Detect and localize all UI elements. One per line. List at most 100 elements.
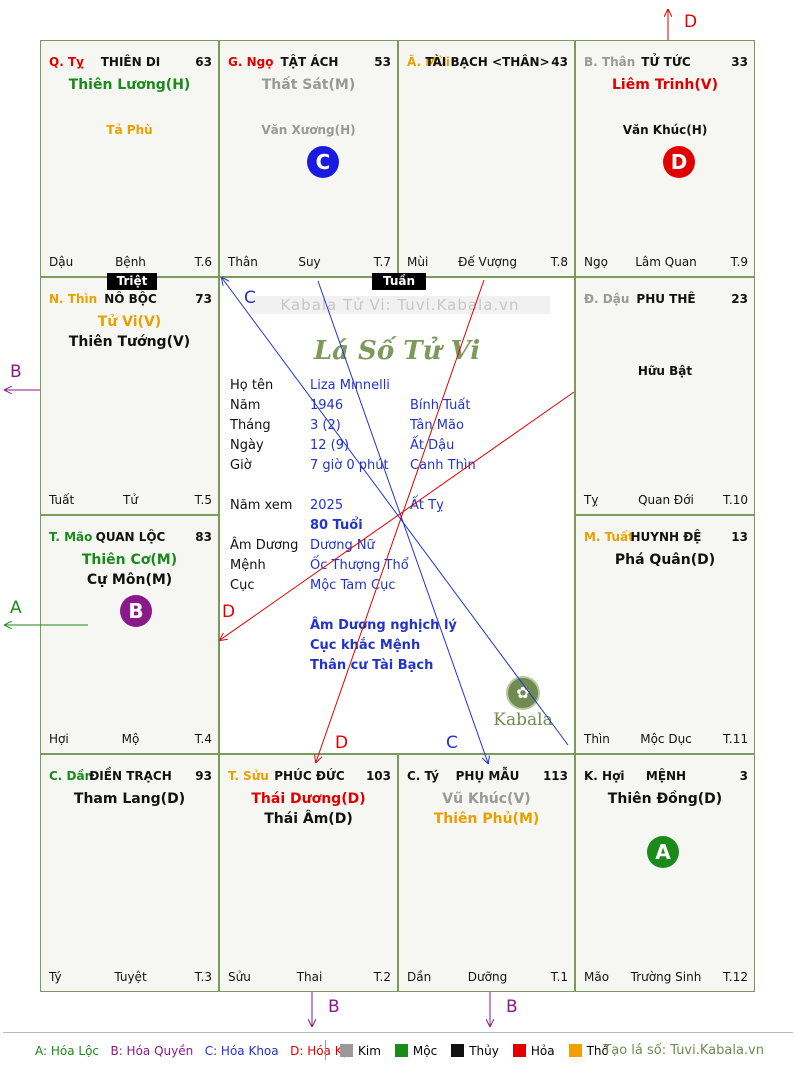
info-value: Dương Nữ [310,538,375,553]
info-value: 2025 [310,498,344,513]
palace-number: 43 [551,55,568,69]
chart-title: Lá Số Tử Vi [313,336,481,366]
cell-footer-right: T.4 [194,732,212,746]
cell-footer-right: T.2 [373,970,391,984]
info-label: Giờ [230,458,252,473]
palace-number: 93 [195,769,212,783]
transform-circle-d: D [663,146,695,178]
cell-footer-center: Dưỡng [467,970,508,984]
info-label: Ngày [230,438,264,453]
legend-b: B: Hóa Quyền [110,1044,194,1058]
element-name: Hỏa [530,1044,555,1058]
minor-star: Văn Xương(H) [261,123,356,137]
element-swatch [340,1044,353,1057]
cell-footer-right: T.7 [373,255,391,269]
center-info-panel: Kabala Tử Vi: Tuvi.Kabala.vn Lá Số Tử Vi… [219,277,575,754]
palace-branch: M. Tuất [584,530,634,544]
major-star: Thái Dương(D) [251,791,366,807]
info-label: Âm Dương [230,538,299,553]
info-value-2: Bính Tuất [410,398,471,413]
major-star: Liêm Trinh(V) [612,77,718,93]
palace-number: 3 [739,769,748,783]
legend-bar: A: Hóa Lộc B: Hóa Quyền C: Hóa Khoa D: H… [0,1032,796,1070]
cell-footer-center: Bệnh [115,255,146,269]
info-note: Cục khắc Mệnh [310,638,421,653]
element-name: Thổ [586,1044,609,1058]
info-value: 12 (9) [310,438,350,453]
major-star: Thái Âm(D) [264,811,353,827]
info-value-2: Canh Thìn [410,458,476,473]
label-top-d: D [684,12,698,32]
major-star: Tham Lang(D) [73,791,186,807]
palace-number: 113 [542,769,568,783]
major-star: Thiên Lương(H) [68,77,191,93]
palace-number: 103 [365,769,391,783]
label-left-b: B [10,362,22,382]
cell-footer-center: Đế Vượng [458,255,517,269]
tree-icon: ✿ [506,676,540,710]
triet-tag: Triệt [107,273,157,290]
palace-name: PHỤ MẪU [455,769,520,783]
palace-branch: K. Hợi [584,769,625,783]
cell-footer-center: Tử [123,493,138,507]
cell-footer-center: Thai [296,970,323,984]
cell-footer-left: Thìn [584,732,610,746]
palace-name: HUYNH ĐỆ [630,530,702,544]
cell-footer-center: Suy [298,255,321,269]
cell-footer-center: Mộ [121,732,140,746]
kabala-logo: ✿ Kabala [488,676,558,736]
minor-star: Văn Khúc(H) [622,123,708,137]
palace-branch: G. Ngọ [228,55,274,69]
palace-name: ĐIỀN TRẠCH [89,769,172,783]
major-star: Thất Sát(M) [261,77,356,93]
transform-circle-b: B [120,595,152,627]
palace-branch: C. Dần [49,769,94,783]
palace-number: 73 [195,292,212,306]
cell-footer-right: T.3 [194,970,212,984]
cell-footer-center: Tuyệt [114,970,147,984]
cell-footer-left: Dần [407,970,432,984]
info-value: Mộc Tam Cục [310,578,396,593]
element-name: Kim [358,1044,381,1058]
palace-branch: Đ. Dậu [584,292,630,306]
label-bottom-d: D [335,733,349,753]
palace-branch: T. Sửu [228,769,269,783]
cell-footer-right: T.5 [194,493,212,507]
info-value: 3 (2) [310,418,341,433]
transform-circle-a: A [647,836,679,868]
palace-name: THIÊN DI [100,55,161,69]
info-label: Mệnh [230,558,266,573]
palace-branch: B. Thân [584,55,636,69]
palace-name: TẬT ÁCH [280,55,339,69]
cell-footer-left: Thân [228,255,258,269]
cell-footer-left: Tỵ [584,493,599,507]
palace-branch: Q. Tỵ [49,55,84,69]
major-star: Thiên Tướng(V) [68,334,191,350]
major-star: Phá Quân(D) [614,552,716,568]
cell-footer-center: Lâm Quan [635,255,697,269]
info-value: Ốc Thượng Thổ [310,558,409,573]
watermark-text: Kabala Tử Vi: Tuvi.Kabala.vn [250,296,550,314]
info-label: Tháng [230,418,271,433]
info-label: Họ tên [230,378,274,393]
tuan-tag: Tuần [372,273,426,290]
cell-footer-right: T.9 [730,255,748,269]
cell-footer-right: T.11 [723,732,748,746]
label-bottom-b1: B [328,997,340,1017]
label-center-d: D [222,602,236,622]
cell-footer-left: Hợi [49,732,69,746]
major-star: Thiên Phủ(M) [433,811,540,827]
cell-footer-right: T.12 [723,970,748,984]
palace-name: NÔ BỘC [104,292,157,306]
